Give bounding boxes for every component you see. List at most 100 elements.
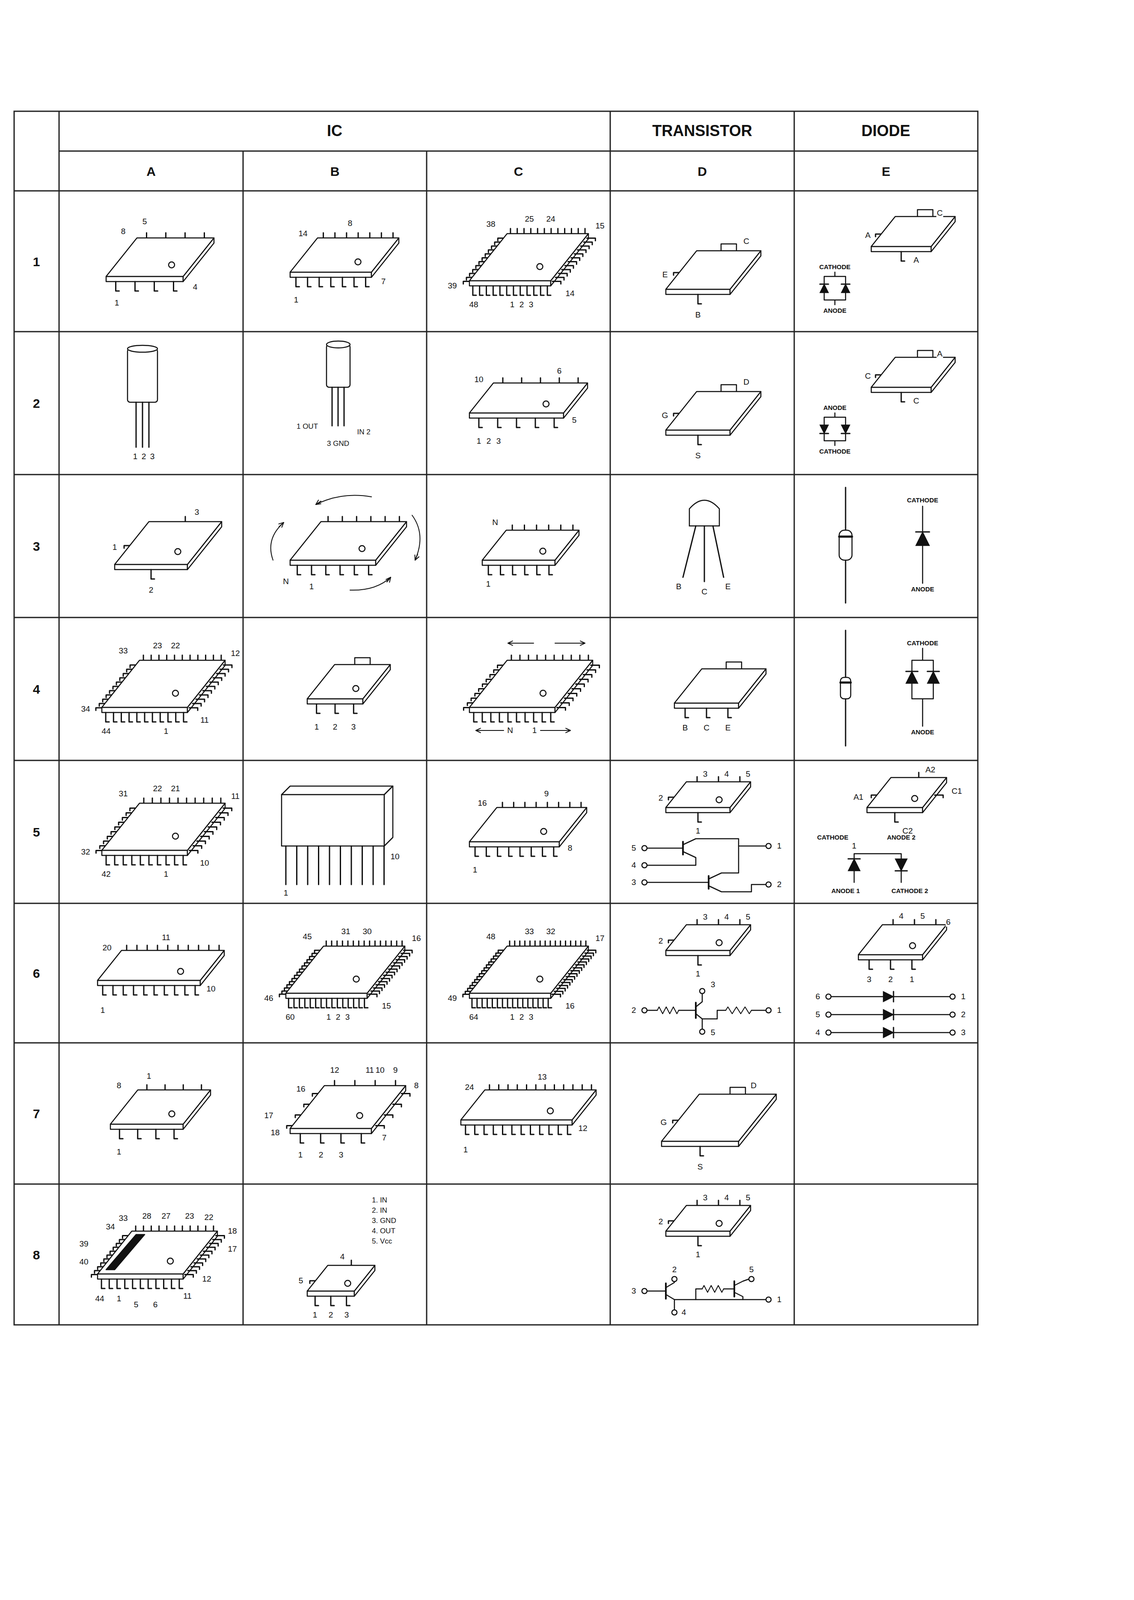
pin-number: 4 xyxy=(631,860,637,870)
terminal-dot xyxy=(168,261,175,268)
terminal-name: CATHODE xyxy=(906,496,939,505)
pin-number: 33 xyxy=(118,646,128,656)
diode-symbol xyxy=(883,1009,894,1020)
terminal-dot xyxy=(949,994,956,1000)
pin-number: 21 xyxy=(170,784,181,794)
pin-number: 2 xyxy=(328,1310,334,1320)
package-drawing xyxy=(840,630,940,746)
pin-number: 1 xyxy=(960,992,967,1002)
terminal-name: CATHODE 2 xyxy=(890,887,929,895)
wire-line xyxy=(725,1006,752,1014)
wire-line xyxy=(395,959,405,963)
pin-number: 48 xyxy=(468,300,479,310)
column-letter: D xyxy=(697,164,708,179)
wire-line xyxy=(841,433,850,435)
package-top xyxy=(326,341,351,348)
pin-number: D xyxy=(750,1081,757,1091)
pin-number: 1 xyxy=(312,1310,318,1320)
package-face xyxy=(101,707,188,713)
terminal-dot xyxy=(641,845,648,851)
wire-line xyxy=(183,855,187,865)
package-drawing xyxy=(97,945,225,995)
wire-line xyxy=(391,965,400,969)
wire-line xyxy=(115,281,120,291)
wire-line xyxy=(483,1125,488,1135)
package-face xyxy=(307,1265,375,1292)
pin-number: 6 xyxy=(152,1300,159,1310)
package-face xyxy=(290,1128,372,1134)
wire-line xyxy=(223,664,232,668)
package-drawing xyxy=(641,776,772,892)
wire-line xyxy=(288,998,292,1008)
wire-line xyxy=(556,988,566,992)
terminal-dot xyxy=(641,879,648,885)
pin-number: 60 xyxy=(284,1012,295,1022)
package-drawing xyxy=(665,384,761,445)
wire-line xyxy=(401,1093,410,1097)
wire-line xyxy=(384,1115,393,1118)
wire-line xyxy=(175,712,180,722)
pin-number: 23 xyxy=(184,1211,195,1221)
wire-line xyxy=(583,674,592,678)
wire-line xyxy=(647,1009,658,1012)
package-drawing xyxy=(307,1260,375,1306)
diode-symbol xyxy=(905,671,918,684)
package-drawing xyxy=(281,786,393,885)
wire-line xyxy=(543,998,547,1008)
wire-line xyxy=(200,836,210,840)
package-drawing xyxy=(114,516,222,579)
pin-number: 1 xyxy=(509,300,516,310)
column-letter: A xyxy=(145,164,157,179)
pin-number: 2 xyxy=(318,1150,324,1160)
wire-line xyxy=(160,712,164,722)
wire-line xyxy=(189,707,198,711)
package-drawing xyxy=(279,941,413,1008)
pin-number: 13 xyxy=(537,1072,547,1082)
pin-number: IN 2 xyxy=(356,428,371,437)
package-face xyxy=(871,246,932,252)
wire-line xyxy=(553,846,558,857)
wire-line xyxy=(525,712,529,722)
grid-line xyxy=(242,151,244,1325)
pin-number: N xyxy=(282,577,290,587)
package-face xyxy=(674,703,739,709)
package-drawing xyxy=(469,377,588,428)
wire-line xyxy=(297,565,301,575)
wire-line xyxy=(136,402,149,448)
wire-line xyxy=(497,998,501,1008)
wire-line xyxy=(385,972,395,975)
terminal-dot xyxy=(911,795,918,802)
wire-line xyxy=(587,949,596,953)
pin-number: 15 xyxy=(594,221,605,231)
wire-line xyxy=(502,998,506,1008)
wire-line xyxy=(507,712,512,722)
terminal-dot xyxy=(167,1258,174,1265)
row-number: 4 xyxy=(32,682,41,697)
wire-line xyxy=(121,712,125,722)
wire-line xyxy=(383,975,392,978)
wire-line xyxy=(320,1133,324,1143)
wire-line xyxy=(707,875,710,889)
wire-line xyxy=(568,693,577,697)
pin-number: B xyxy=(694,310,702,320)
pin-number: 10 xyxy=(374,1065,385,1075)
pin-number: A xyxy=(913,255,920,265)
package-drawing xyxy=(682,500,724,582)
wire-line xyxy=(723,1288,735,1290)
pin-number: 3 xyxy=(528,1012,535,1022)
terminal-name: CATHODE xyxy=(906,639,939,648)
wire-line xyxy=(293,998,298,1008)
pin-number: 34 xyxy=(105,1222,116,1232)
grid-line xyxy=(14,190,978,192)
wire-line xyxy=(403,950,413,953)
diode-symbol xyxy=(895,858,908,871)
package-face xyxy=(674,668,766,704)
pin-number: 1 xyxy=(163,869,170,879)
wire-line xyxy=(734,1292,743,1300)
pin-number: 3 xyxy=(194,507,200,517)
wire-line xyxy=(840,681,851,684)
wire-line xyxy=(580,246,590,249)
package-drawing xyxy=(463,941,597,1008)
wire-line xyxy=(555,642,585,644)
row-number: 2 xyxy=(32,396,41,411)
